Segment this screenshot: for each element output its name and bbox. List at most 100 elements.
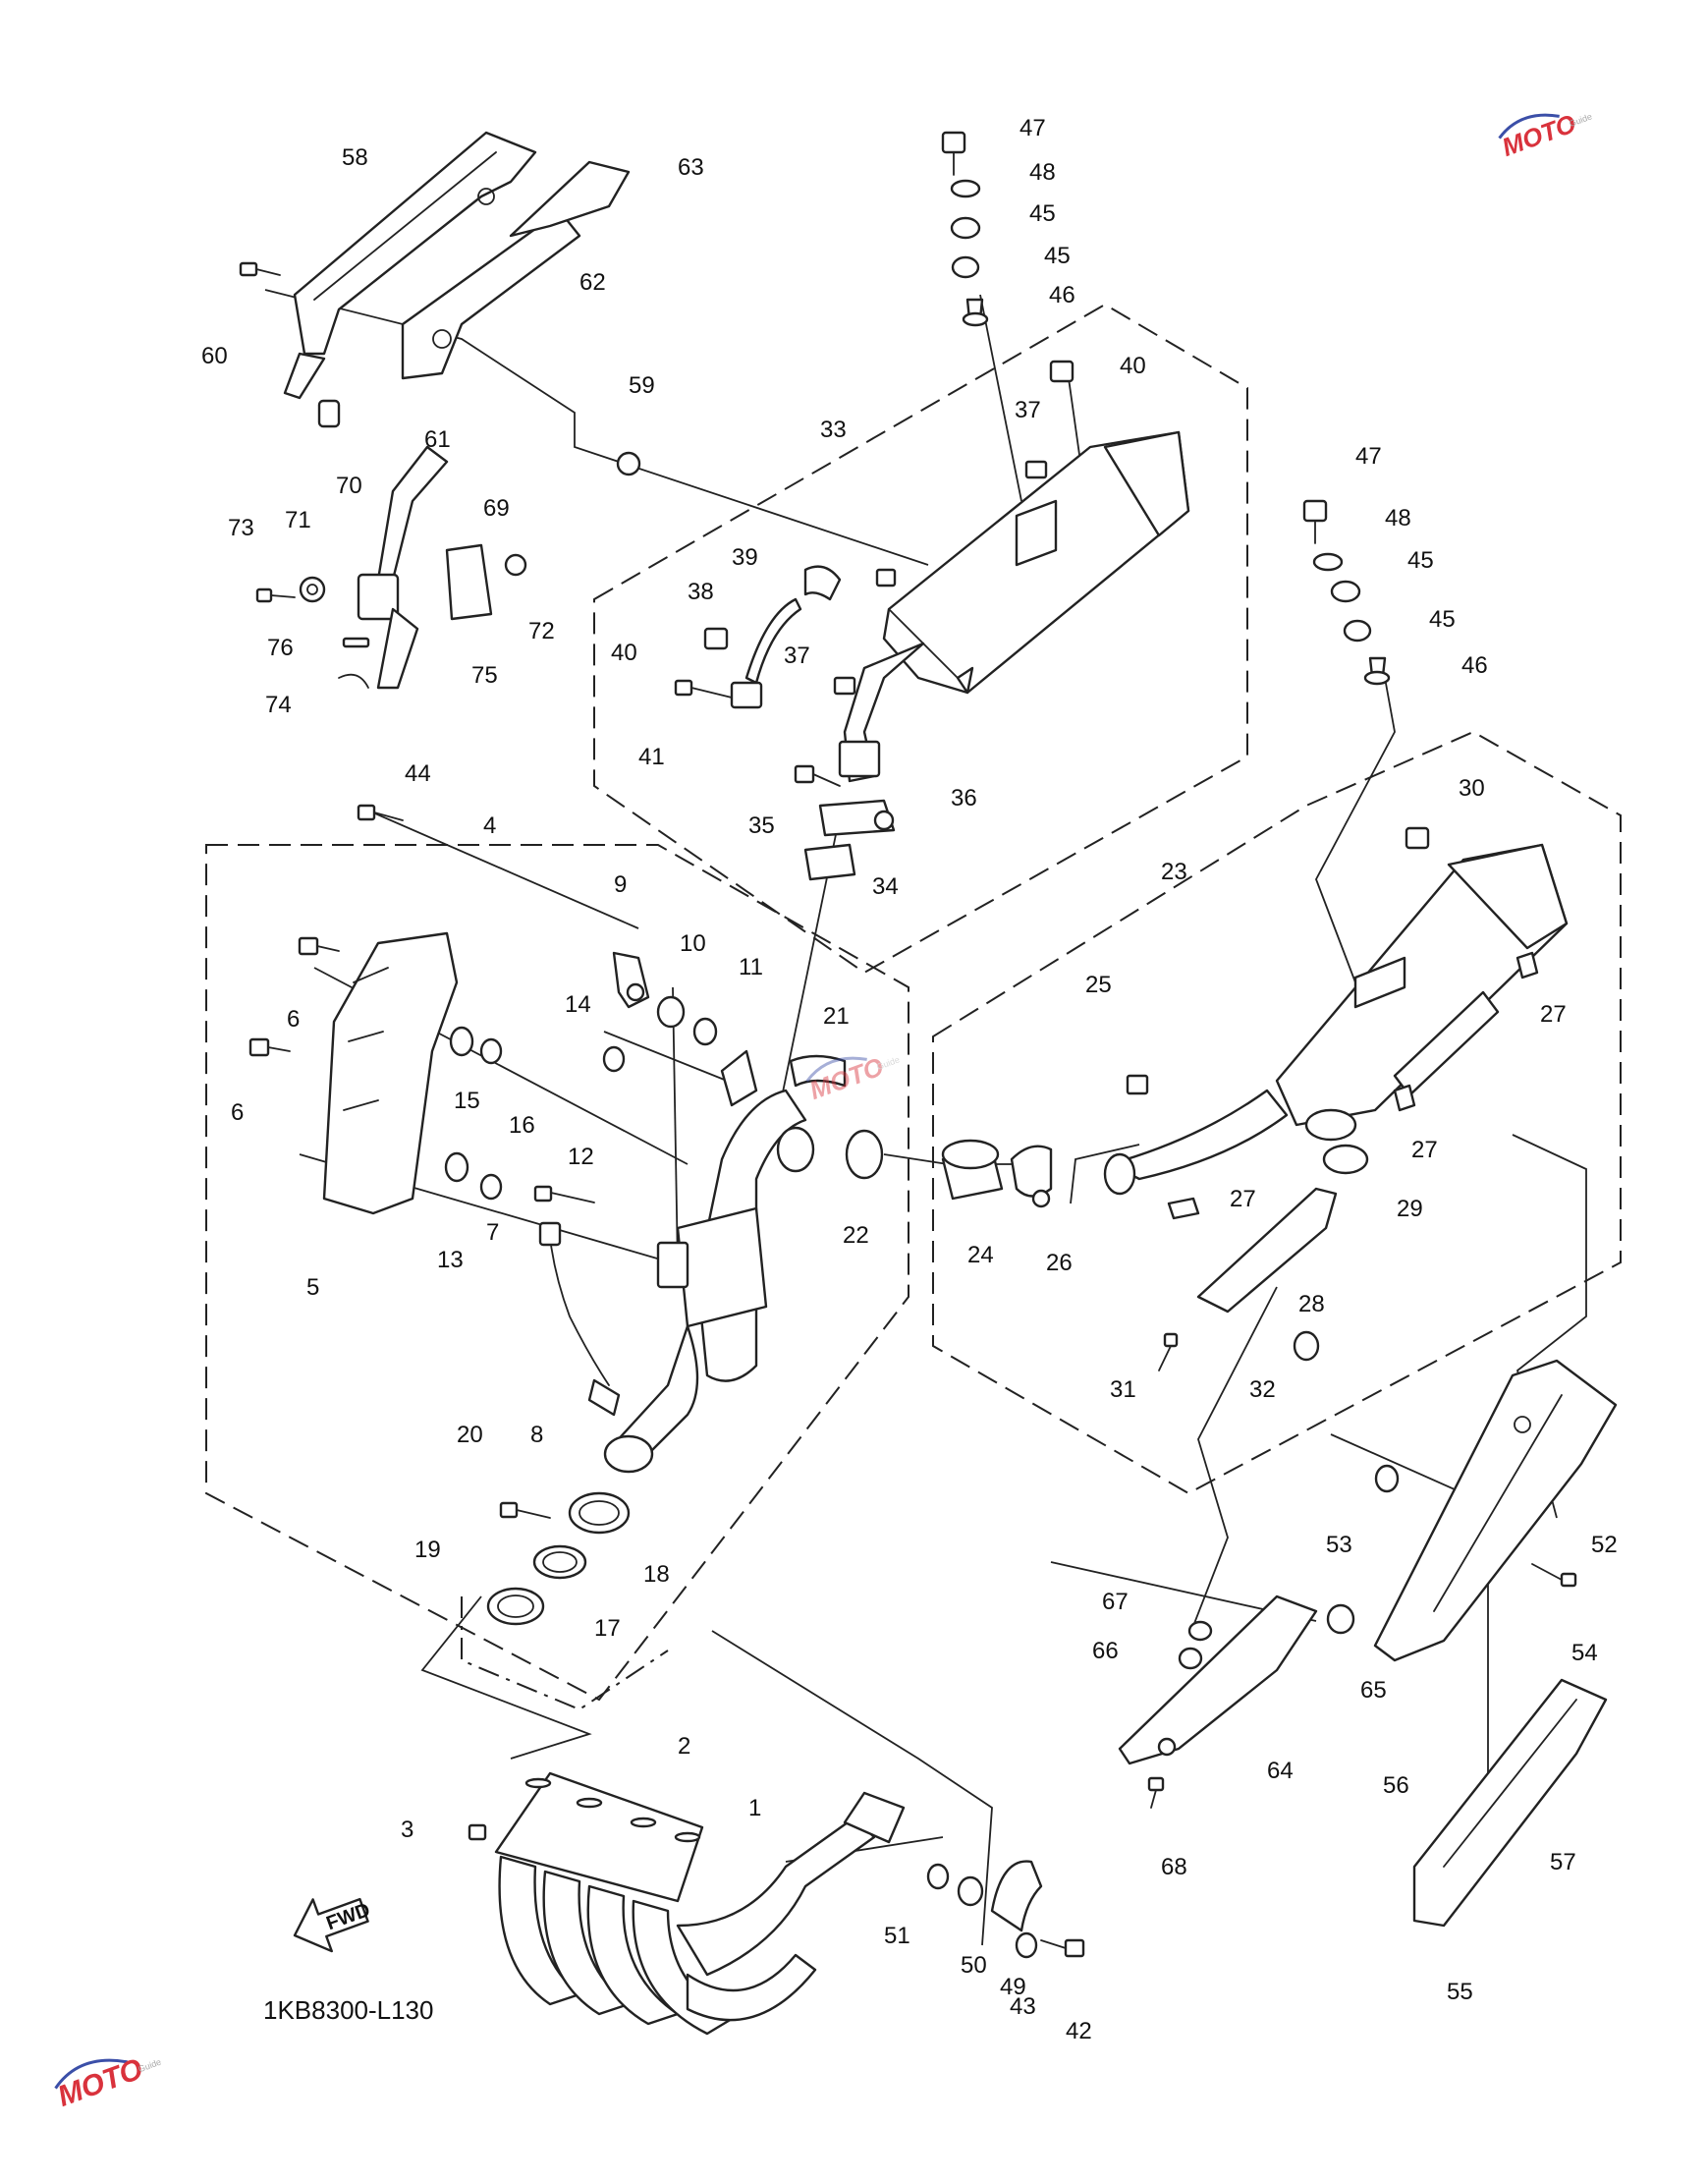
callout-37b: 37	[784, 643, 810, 669]
bolt-30	[1405, 826, 1430, 850]
grommet-13	[444, 1151, 469, 1183]
heat-cover-58	[283, 131, 537, 400]
bolt-40-b	[703, 627, 729, 650]
watermark-sub-center: Guide	[875, 1054, 901, 1072]
callout-2: 2	[678, 1733, 690, 1760]
callout-44: 44	[405, 760, 431, 787]
callout-25: 25	[1085, 972, 1112, 998]
callout-45c: 45	[1407, 547, 1434, 574]
callout-27b: 27	[1411, 1137, 1438, 1163]
fwd-arrow: FWD	[293, 1897, 373, 1953]
callout-71: 71	[285, 507, 311, 533]
callout-73: 73	[228, 515, 254, 541]
bolt-20	[499, 1501, 551, 1519]
pin-76	[342, 637, 370, 648]
callout-9: 9	[614, 871, 627, 898]
callout-70: 70	[336, 473, 362, 499]
callout-74: 74	[265, 692, 292, 718]
screw-54	[1531, 1563, 1577, 1588]
callout-29: 29	[1397, 1196, 1423, 1222]
callout-26: 26	[1046, 1250, 1073, 1276]
callout-54: 54	[1571, 1640, 1598, 1666]
nut-32	[1293, 1330, 1320, 1362]
callout-63: 63	[678, 154, 704, 181]
bolt-73	[255, 587, 296, 603]
callout-23: 23	[1161, 859, 1187, 885]
group-box-4-front-pipe	[205, 844, 909, 1702]
cover-64	[1118, 1595, 1318, 1765]
callout-46a: 46	[1049, 282, 1075, 308]
washer-71	[299, 576, 326, 603]
callout-41: 41	[638, 744, 665, 770]
callout-14: 14	[565, 991, 591, 1018]
callout-56: 56	[1383, 1772, 1409, 1799]
callout-12: 12	[568, 1144, 594, 1170]
callout-10: 10	[680, 930, 706, 957]
callout-35: 35	[748, 812, 775, 839]
nut-27-a	[1515, 951, 1539, 979]
bracket-49	[990, 1860, 1043, 1932]
callout-40b: 40	[611, 640, 637, 666]
bracket-69	[357, 445, 449, 690]
group-box-23-right-muffler	[932, 730, 1622, 1495]
callout-53: 53	[1326, 1532, 1352, 1558]
callout-45d: 45	[1429, 606, 1456, 633]
watermark-bottom-left: MOTO Guide	[54, 2052, 163, 2113]
callout-27a: 27	[1540, 1001, 1567, 1028]
collar-51	[926, 1863, 950, 1890]
callout-40a: 40	[1120, 353, 1146, 379]
grommet-10	[656, 995, 686, 1029]
callout-21: 21	[823, 1003, 850, 1030]
callout-16: 16	[509, 1112, 535, 1139]
clamp-18	[568, 1491, 631, 1535]
callout-28: 28	[1298, 1291, 1325, 1317]
screw-31	[1158, 1332, 1179, 1371]
callout-3: 3	[401, 1817, 413, 1843]
bolt-42	[1040, 1938, 1085, 1958]
heat-cover-52	[1373, 1359, 1618, 1662]
assembly-lines	[264, 289, 1587, 1946]
gasket-17	[532, 1544, 587, 1580]
nut-65	[1326, 1603, 1355, 1635]
bracket-38	[730, 597, 802, 709]
callout-27c: 27	[1230, 1186, 1256, 1212]
bracket-9	[612, 951, 650, 1009]
callout-49: 49	[1000, 1974, 1026, 2000]
callout-60: 60	[201, 343, 228, 369]
damper-75	[445, 543, 493, 621]
gasket-19	[486, 1587, 545, 1626]
callout-75: 75	[471, 662, 498, 689]
bolt-44	[357, 804, 404, 821]
bolt-6-b	[248, 1037, 291, 1057]
callout-50: 50	[961, 1952, 987, 1979]
callout-34: 34	[872, 873, 899, 900]
callouts: 1 2 3 4 5 6 6 7 8 9 10 11 12 13 14 15 16…	[201, 115, 1618, 2044]
callout-47a: 47	[1019, 115, 1046, 141]
nut-27-c	[1167, 1197, 1200, 1220]
grommet-66	[1178, 1647, 1203, 1670]
callout-48b: 48	[1385, 505, 1411, 532]
callout-1: 1	[748, 1795, 761, 1821]
callout-64: 64	[1267, 1758, 1294, 1784]
callout-42: 42	[1066, 2018, 1092, 2044]
watermark-sub-bottom: Guide	[137, 2057, 162, 2075]
bolt-41	[674, 679, 733, 699]
callout-62: 62	[579, 269, 606, 296]
front-pipe-4	[603, 1049, 815, 1474]
callout-4: 4	[483, 812, 496, 839]
callout-37a: 37	[1015, 397, 1041, 423]
collar-16	[479, 1037, 503, 1065]
callout-51: 51	[884, 1923, 910, 1949]
nut-14	[602, 1045, 626, 1073]
callout-68: 68	[1161, 1854, 1187, 1880]
callout-30: 30	[1459, 775, 1485, 802]
nut-37-c	[875, 568, 897, 587]
callout-69: 69	[483, 495, 510, 522]
callout-48a: 48	[1029, 159, 1056, 186]
mount-stack-lower	[1302, 499, 1391, 686]
callout-24: 24	[967, 1242, 994, 1268]
protector-56	[1412, 1678, 1608, 1928]
clamp-36	[818, 799, 896, 837]
clip-74	[338, 673, 369, 689]
callout-58: 58	[342, 144, 368, 171]
